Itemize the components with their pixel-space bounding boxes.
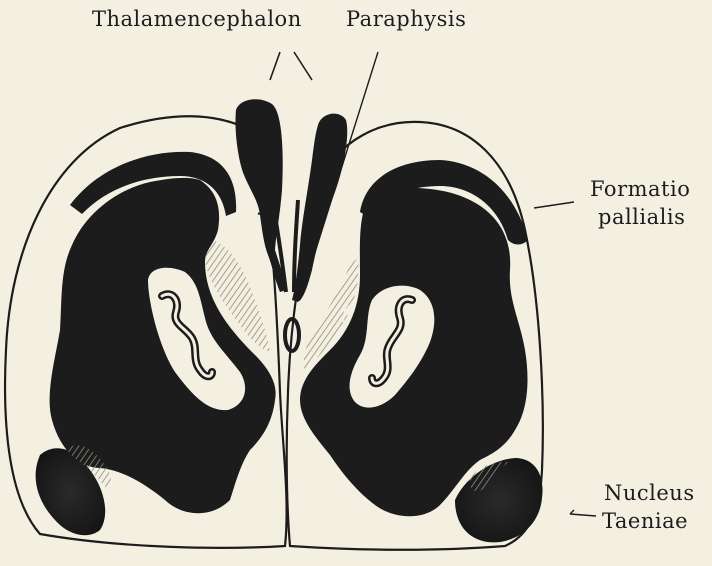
p-mark: P bbox=[339, 303, 356, 328]
label-pallialis: pallialis bbox=[598, 206, 685, 229]
label-formatio: Formatio bbox=[590, 178, 690, 201]
thalamencephalon-left-lobe bbox=[235, 99, 286, 292]
label-nucleus: Nucleus bbox=[604, 482, 695, 505]
thalamencephalon-right-lobe bbox=[292, 114, 347, 302]
thalamencephalon-pointer-right bbox=[294, 52, 312, 80]
label-taeniae: Taeniae bbox=[602, 510, 688, 533]
label-thalamencephalon: Thalamencephalon bbox=[92, 8, 302, 31]
label-paraphysis: Paraphysis bbox=[346, 8, 466, 31]
formatio-pointer bbox=[534, 202, 574, 208]
nucleus-pointer bbox=[570, 510, 596, 516]
thalamencephalon-pointer-left bbox=[270, 52, 280, 80]
